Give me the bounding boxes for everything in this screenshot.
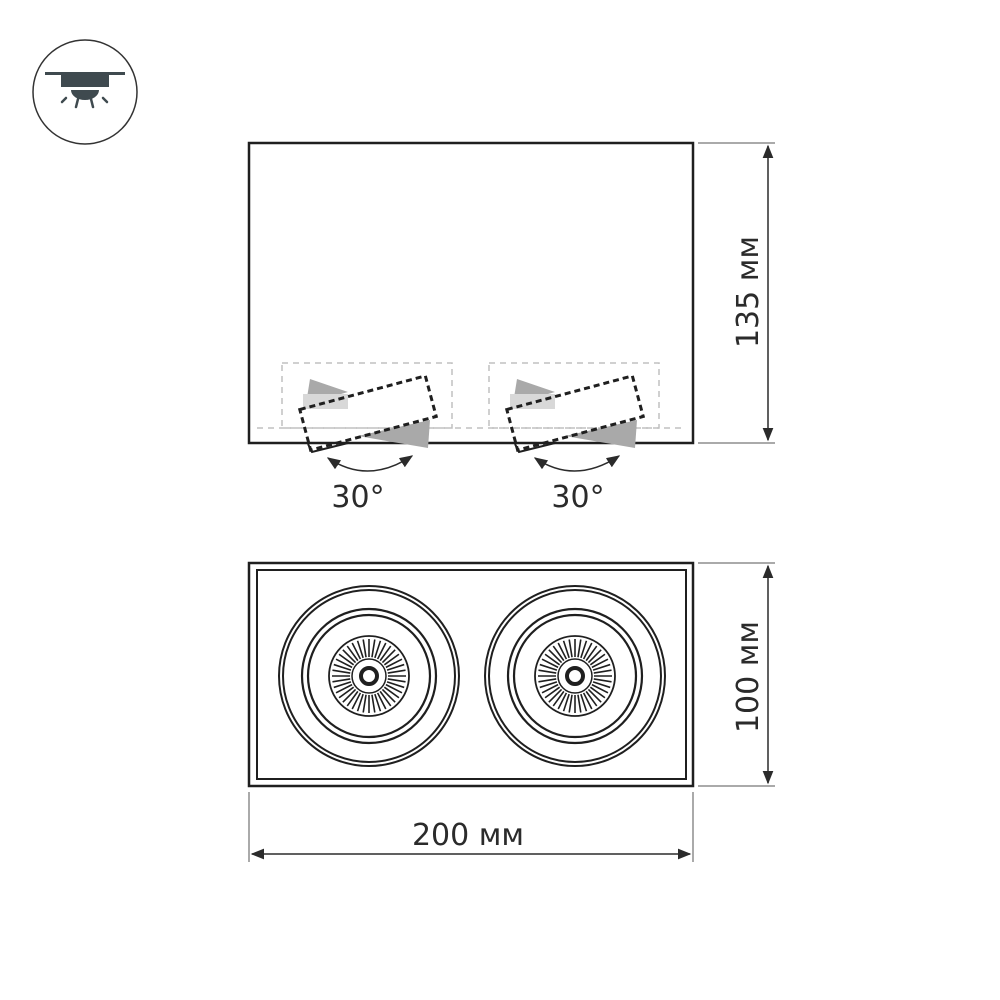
height-label-side: 135 мм	[731, 236, 766, 348]
lamp-top-view	[484, 585, 666, 767]
height-dimension-side: 135 мм	[698, 142, 775, 444]
top-view	[247, 561, 695, 788]
height-label-top: 100 мм	[731, 621, 766, 733]
tilted-lamp-side-view	[488, 362, 660, 472]
width-dimension: 200 мм	[248, 792, 694, 862]
lens-reflector-icon	[538, 639, 612, 713]
tilted-lamp-side-view	[281, 362, 453, 472]
lamp-top-view	[278, 585, 460, 767]
side-view	[247, 141, 695, 472]
top-view-inner	[256, 569, 687, 780]
width-label: 200 мм	[412, 818, 524, 853]
tilt-angle-label-left: 30°	[331, 480, 384, 515]
lens-reflector-icon	[332, 639, 406, 713]
height-dimension-top: 100 мм	[698, 562, 775, 787]
tilt-arc-arrow	[326, 455, 414, 472]
side-view-body	[247, 141, 695, 445]
tilt-arc-arrow	[533, 455, 621, 472]
tilt-angle-label-right: 30°	[551, 480, 604, 515]
top-view-outer	[247, 561, 695, 788]
ceiling-spotlight-icon	[32, 39, 138, 145]
